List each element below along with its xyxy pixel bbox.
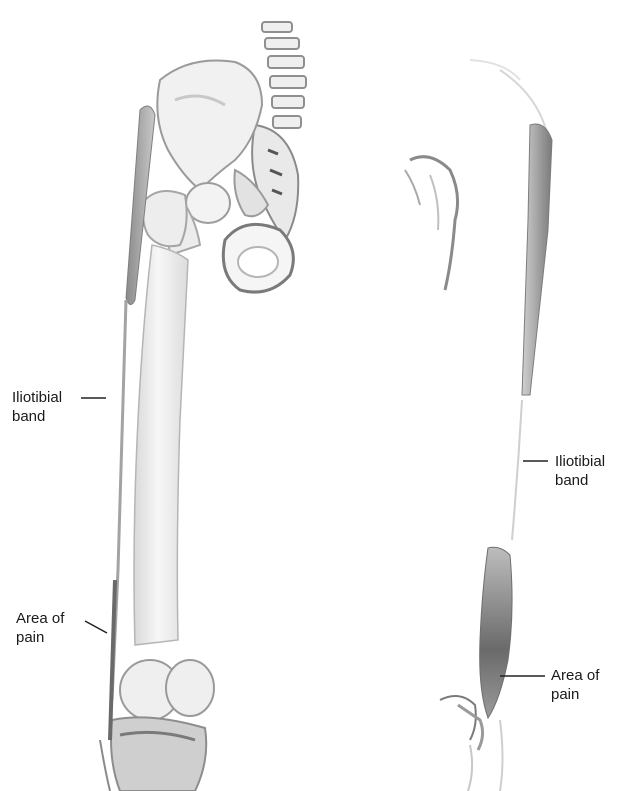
left-area-label: Area of pain	[16, 609, 64, 647]
right-area-of-pain	[480, 547, 512, 718]
left-area-line2: pain	[16, 628, 64, 647]
gluteal-fold	[410, 157, 458, 290]
right-iliotibial-line2: band	[555, 471, 605, 490]
right-area-line1: Area of	[551, 666, 599, 685]
right-iliotibial-label: Iliotibial band	[555, 452, 605, 490]
left-iliotibial-line1: Iliotibial	[12, 388, 62, 407]
right-area-label: Area of pain	[551, 666, 599, 704]
tibia	[111, 717, 206, 791]
left-skeleton	[100, 22, 306, 791]
ilium	[157, 60, 262, 190]
left-iliotibial-label: Iliotibial band	[12, 388, 62, 426]
right-area-line2: pain	[551, 685, 599, 704]
spine	[262, 22, 306, 128]
right-iliotibial-line1: Iliotibial	[555, 452, 605, 471]
left-iliotibial-line2: band	[12, 407, 62, 426]
knee-condyles	[120, 660, 214, 720]
right-leg	[405, 60, 552, 791]
left-area-line1: Area of	[16, 609, 64, 628]
femur-shaft	[134, 245, 188, 645]
left-area-leader	[85, 621, 107, 633]
right-iliotibial-band	[522, 124, 552, 395]
sacrum	[252, 125, 298, 240]
